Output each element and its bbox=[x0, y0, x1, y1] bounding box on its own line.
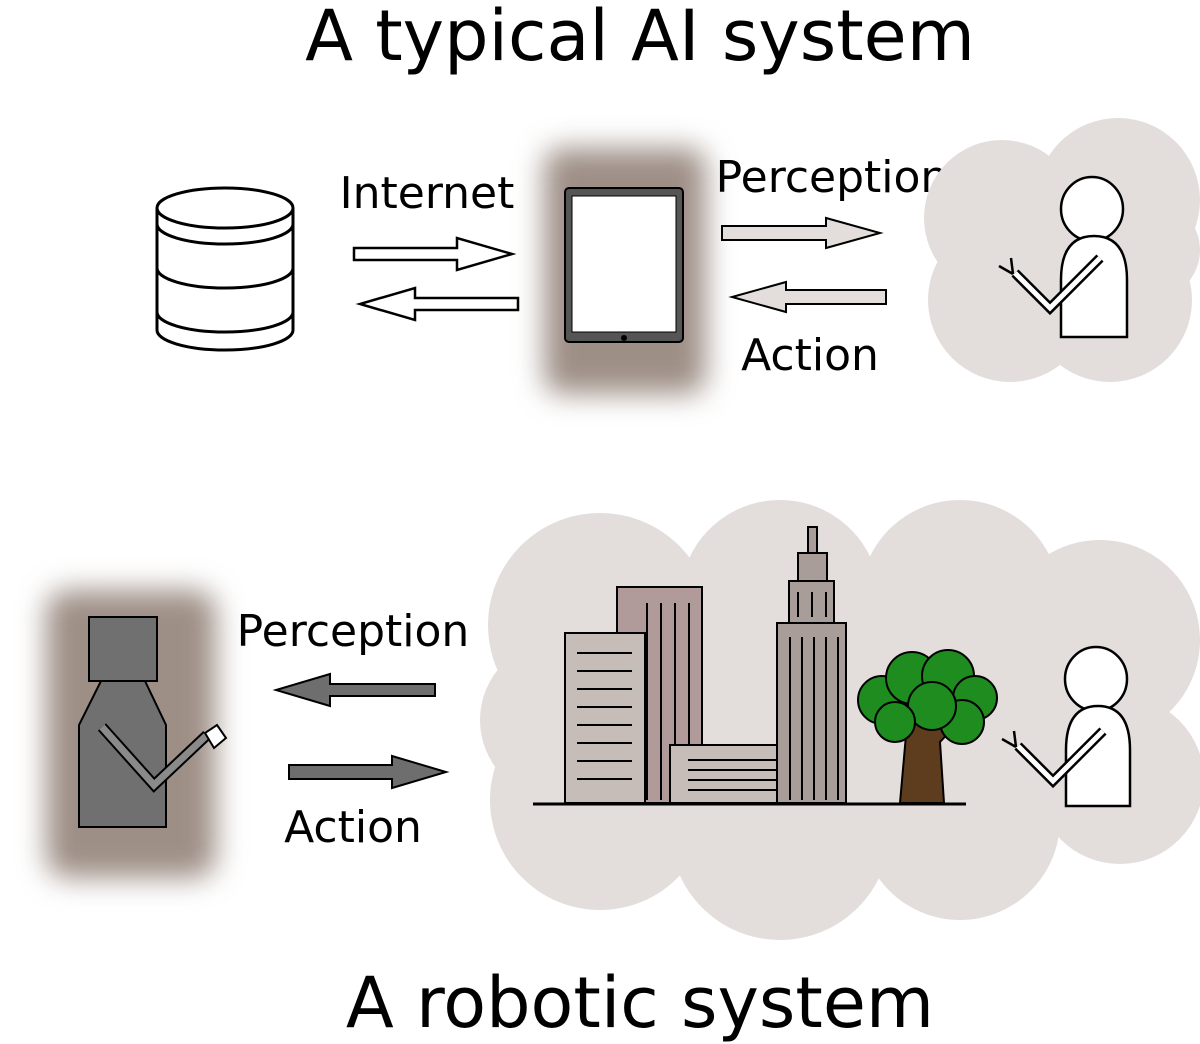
robot-icon bbox=[78, 616, 228, 828]
bottom-action-label: Action bbox=[284, 802, 422, 853]
top-perception-arrow bbox=[721, 216, 884, 250]
city-buildings-icon bbox=[533, 526, 966, 806]
internet-label: Internet bbox=[340, 168, 515, 219]
tree-icon bbox=[857, 649, 998, 804]
top-cloud bbox=[924, 118, 1200, 382]
top-perception-label: Perception bbox=[716, 152, 949, 203]
tablet-icon bbox=[564, 187, 684, 343]
bottom-perception-arrow bbox=[272, 672, 436, 708]
internet-arrow-right bbox=[352, 236, 517, 272]
database-icon bbox=[155, 186, 295, 352]
top-title: A typical AI system bbox=[305, 0, 975, 77]
bottom-title: A robotic system bbox=[346, 962, 934, 1044]
top-action-label: Action bbox=[741, 330, 879, 381]
human-icon bbox=[998, 175, 1129, 339]
bottom-perception-label: Perception bbox=[237, 606, 470, 657]
human-icon bbox=[1001, 645, 1132, 808]
bottom-action-arrow bbox=[288, 754, 450, 790]
top-action-arrow bbox=[728, 280, 887, 314]
internet-arrow-left bbox=[355, 286, 520, 322]
